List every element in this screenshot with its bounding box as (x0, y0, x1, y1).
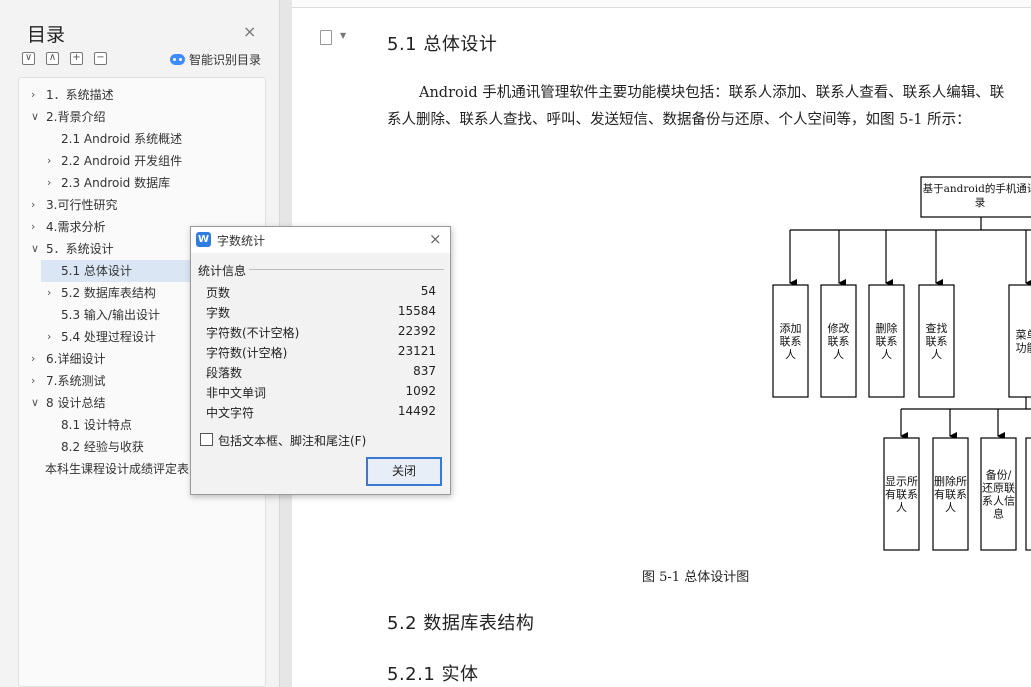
chevron-right-icon[interactable]: › (47, 330, 52, 343)
dialog-titlebar[interactable]: W 字数统计 × (191, 227, 450, 253)
diagram-level1-label: 菜单功能 (1016, 329, 1031, 355)
chevron-right-icon[interactable]: › (31, 198, 36, 211)
stats-group-label: 统计信息 (198, 264, 247, 278)
collapse-up-icon[interactable]: ∧ (46, 52, 59, 65)
toc-item[interactable]: ∨8 设计总结 (19, 392, 259, 414)
include-textbox-checkbox[interactable] (200, 433, 213, 446)
dropdown-arrow-icon[interactable]: ▼ (340, 31, 347, 40)
chevron-right-icon[interactable]: › (47, 154, 52, 167)
dialog-title: 字数统计 (217, 234, 266, 248)
remove-level-icon[interactable]: − (94, 52, 107, 65)
diagram-menu-child-box (1025, 437, 1031, 551)
toc-item[interactable]: ›1．系统描述 (19, 84, 259, 106)
toc-item[interactable]: ›6.详细设计 (19, 348, 259, 370)
smart-toc-label: 智能识别目录 (189, 53, 262, 67)
diagram-root-box (920, 176, 1031, 218)
heading-5-2-1: 5.2.1 实体 (387, 664, 479, 685)
toc-close-icon[interactable]: × (243, 22, 257, 41)
chevron-right-icon[interactable]: › (47, 176, 52, 189)
diagram-level1-box (1008, 284, 1031, 398)
body-paragraph: Android 手机通讯管理软件主要功能模块包括：联系人添加、联系人查看、联系人… (387, 85, 1005, 128)
diagram-menu-child-label: 显示所有联系人 (885, 475, 918, 514)
toc-item[interactable]: 8.2 经验与收获 (61, 440, 144, 454)
system-design-diagram: 基于android的手机通讯录添加联系人修改联系人删除联系人查找联系人菜单功能其… (772, 176, 1031, 551)
robot-icon (170, 54, 185, 65)
toc-item[interactable]: ›2.3 Android 数据库 (19, 172, 259, 194)
chevron-right-icon[interactable]: › (31, 352, 36, 365)
page-top-edge (292, 0, 1031, 8)
diagram-level1-box (868, 284, 905, 398)
diagram-menu-child-box (980, 437, 1017, 551)
toc-item[interactable]: ›7.系统测试 (19, 370, 259, 392)
add-level-icon[interactable]: + (70, 52, 83, 65)
diagram-level1-box (772, 284, 809, 398)
wps-logo-icon: W (196, 232, 211, 247)
diagram-level1-label: 删除联系人 (876, 321, 898, 361)
chevron-right-icon[interactable]: › (31, 88, 36, 101)
diagram-menu-child-label: 删除所有联系人 (934, 474, 967, 514)
toc-item[interactable]: 2.1 Android 系统概述 (61, 132, 183, 146)
diagram-level1-label: 查找联系人 (926, 321, 948, 361)
toc-item[interactable]: ›2.2 Android 开发组件 (19, 150, 259, 172)
diagram-menu-child-box (883, 437, 920, 551)
chevron-right-icon[interactable]: › (47, 286, 52, 299)
toc-item[interactable]: ∨5．系统设计 (19, 238, 259, 260)
chevron-down-icon[interactable]: ∨ (31, 110, 40, 123)
heading-5-2: 5.2 数据库表结构 (387, 613, 535, 634)
toc-item[interactable]: 本科生课程设计成绩评定表 (45, 462, 190, 476)
stat-row: 字符数(不计空格)22392 (206, 324, 436, 340)
toc-title: 目录 (27, 24, 66, 46)
toc-item[interactable]: 5.3 输入/输出设计 (61, 308, 160, 322)
stat-row: 字符数(计空格)23121 (206, 344, 436, 360)
chevron-right-icon[interactable]: › (31, 220, 36, 233)
group-divider (249, 269, 444, 270)
toc-item[interactable]: ›4.需求分析 (19, 216, 259, 238)
toc-item[interactable]: ›5.4 处理过程设计 (19, 326, 259, 348)
diagram-menu-child-box (932, 437, 969, 551)
expand-down-icon[interactable]: ∨ (22, 52, 35, 65)
diagram-level1-label: 修改联系人 (828, 321, 850, 361)
toc-item[interactable]: ›5.2 数据库表结构 (19, 282, 259, 304)
figure-caption: 图 5-1 总体设计图 (642, 570, 750, 585)
diagram-level1-box (918, 284, 955, 398)
heading-5-1: 5.1 总体设计 (387, 34, 498, 55)
diagram-level1-label: 添加联系人 (780, 321, 802, 361)
page-layout-icon[interactable] (320, 30, 332, 45)
diagram-level1-box (820, 284, 857, 398)
chevron-right-icon[interactable]: › (31, 374, 36, 387)
chevron-down-icon[interactable]: ∨ (31, 242, 40, 255)
chevron-down-icon[interactable]: ∨ (31, 396, 40, 409)
diagram-menu-child-label: 备份/还原联系人信息 (982, 468, 1015, 521)
diagram-root-label: 基于android的手机通讯录 (923, 182, 1031, 209)
toc-item-active[interactable]: 5.1 总体设计 (41, 260, 201, 282)
toc-item[interactable]: 8.1 设计特点 (61, 418, 132, 432)
toc-item[interactable]: ∨2.背景介绍 (19, 106, 259, 128)
dialog-close-icon[interactable]: × (429, 230, 442, 248)
smart-toc-button[interactable]: 智能识别目录 (170, 51, 261, 68)
toc-item[interactable]: ›3.可行性研究 (19, 194, 259, 216)
close-button[interactable]: 关闭 (366, 457, 442, 486)
include-textbox-label[interactable]: 包括文本框、脚注和尾注(F) (218, 434, 367, 448)
